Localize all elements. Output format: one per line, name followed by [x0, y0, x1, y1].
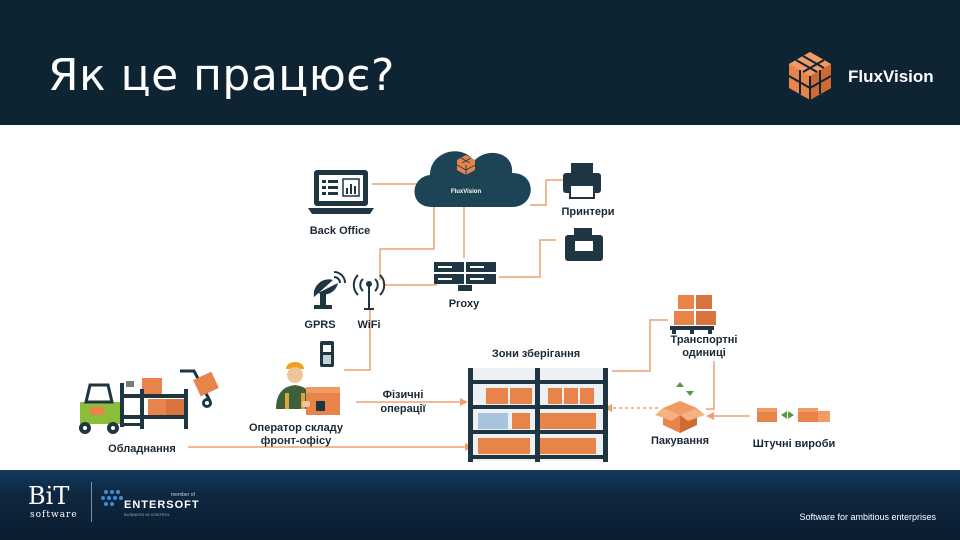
header-bar: Як це працює? FluxVision	[0, 0, 960, 125]
diagram-graphics	[79, 151, 830, 462]
entersoft-logo: ENTERSOFT	[124, 499, 200, 511]
bit-software-sub: software	[30, 510, 78, 520]
storage-zones-label: Зони зберігання	[491, 348, 581, 360]
architecture-diagram: FluxVision Back Office Принтери Proxy GP…	[0, 125, 960, 470]
server-icon	[434, 262, 496, 291]
satellite-dish-icon	[313, 271, 346, 309]
transport-units-label-1: Транспортні	[670, 334, 738, 346]
connector-lines	[188, 179, 750, 448]
cloud-label: FluxVision	[450, 189, 482, 195]
forklift-icon	[79, 381, 144, 434]
footer-slogan: Software for ambitious enterprises	[799, 512, 936, 522]
small-shelf-icon	[124, 378, 188, 429]
operator-label-2: фронт-офісу	[260, 435, 332, 447]
cloud-icon	[414, 151, 531, 207]
physical-ops-label-2: операції	[380, 403, 426, 415]
printer-icon	[563, 163, 601, 199]
entersoft-member-text: member of	[171, 492, 195, 498]
warehouse-rack-icon	[468, 368, 608, 462]
gprs-label: GPRS	[304, 319, 336, 331]
laptop-icon	[308, 170, 374, 214]
bit-software-logo: BiT	[28, 482, 70, 510]
physical-ops-label-1: Фізичні	[382, 389, 424, 401]
piece-goods-icon	[757, 408, 830, 422]
entersoft-tagline: BUSINESS IN CONTROL	[124, 512, 171, 517]
receipt-printer-icon	[565, 228, 603, 261]
warehouse-operator-icon	[276, 362, 340, 415]
brand-name: FluxVision	[848, 67, 934, 86]
printers-label: Принтери	[561, 206, 615, 218]
proxy-label: Proxy	[448, 298, 480, 310]
packing-box-icon	[655, 382, 705, 433]
back-office-label: Back Office	[309, 225, 371, 237]
wifi-label: WiFi	[357, 319, 381, 331]
entersoft-dots-icon	[101, 490, 123, 506]
logo-divider	[91, 482, 92, 522]
piece-goods-label: Штучні вироби	[752, 438, 836, 450]
page-title: Як це працює?	[48, 50, 395, 101]
packing-label: Пакування	[650, 435, 710, 447]
operator-label-1: Оператор складу	[249, 422, 343, 434]
equipment-label: Обладнання	[108, 443, 176, 455]
handheld-scanner-icon	[320, 341, 334, 367]
footer-bar: BiT software member of ENTERSOFT BUSINES…	[0, 470, 960, 540]
fluxvision-logo-icon	[788, 52, 832, 100]
transport-units-label-2: одиниці	[682, 347, 726, 359]
wifi-antenna-icon	[352, 274, 386, 310]
hand-truck-icon	[180, 369, 219, 408]
pallet-boxes-icon	[670, 295, 716, 334]
